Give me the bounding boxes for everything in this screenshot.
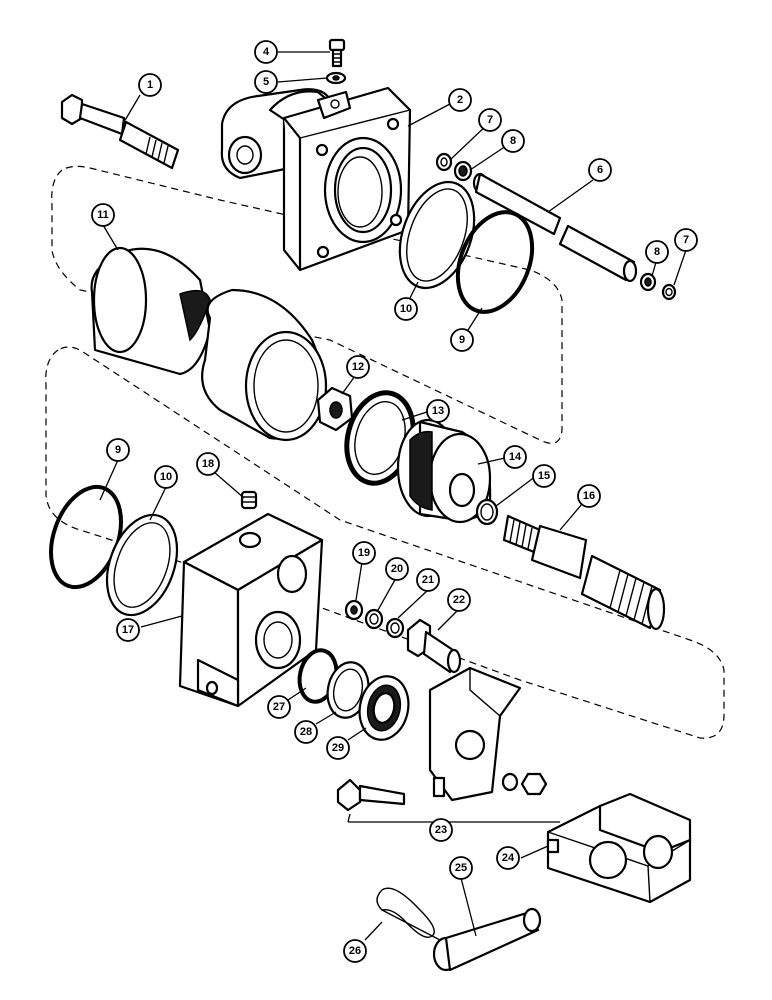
callout-29: 29	[326, 736, 350, 760]
callout-16: 16	[577, 484, 601, 508]
part-25-clevis-pin	[432, 907, 542, 972]
svg-text:5: 5	[263, 76, 269, 88]
callout-1: 1	[138, 73, 162, 97]
svg-text:14: 14	[509, 451, 522, 463]
svg-text:24: 24	[502, 852, 515, 864]
svg-text:10: 10	[160, 471, 172, 483]
part-9-oring-upper	[455, 210, 535, 314]
svg-text:26: 26	[349, 945, 361, 957]
part-23-clamp	[336, 666, 560, 823]
part-20-ring	[364, 608, 384, 630]
part-8-washer-lower	[639, 272, 657, 292]
callout-8-upper: 8	[501, 129, 525, 153]
callout-2: 2	[448, 88, 472, 112]
upper-assembly-outline	[51, 165, 563, 444]
callout-12: 12	[346, 355, 370, 379]
part-10-ring-lower	[105, 513, 179, 617]
part-14-piston	[396, 418, 492, 524]
part-28-ring	[326, 661, 370, 719]
svg-text:10: 10	[400, 303, 412, 315]
callout-6: 6	[588, 158, 612, 182]
part-19-ring	[344, 599, 364, 621]
lower-assembly-outline	[45, 346, 725, 739]
part-7-ring-lower	[661, 283, 677, 301]
callout-14: 14	[503, 445, 527, 469]
callout-15: 15	[532, 464, 556, 488]
callout-10-lower: 10	[154, 465, 178, 489]
svg-text:8: 8	[654, 246, 660, 258]
svg-text:27: 27	[273, 701, 285, 713]
callout-5: 5	[254, 70, 278, 94]
part-8-washer-upper	[453, 160, 473, 182]
callout-24: 24	[496, 846, 520, 870]
svg-text:4: 4	[263, 46, 270, 58]
svg-text:13: 13	[432, 405, 444, 417]
svg-text:19: 19	[358, 547, 370, 559]
callout-17: 17	[116, 618, 140, 642]
callout-11: 11	[91, 203, 115, 227]
callout-25: 25	[449, 856, 473, 880]
part-11-barrel	[90, 246, 328, 442]
svg-text:9: 9	[115, 444, 121, 456]
part-10-ring-upper	[398, 180, 476, 290]
callout-13: 13	[426, 399, 450, 423]
callout-9-lower: 9	[106, 438, 130, 462]
svg-text:6: 6	[597, 164, 603, 176]
callout-18: 18	[196, 452, 220, 476]
svg-text:21: 21	[422, 574, 434, 586]
svg-text:9: 9	[459, 334, 465, 346]
callout-9-upper: 9	[450, 328, 474, 352]
part-6-pin	[472, 172, 638, 283]
svg-text:15: 15	[538, 470, 550, 482]
svg-text:20: 20	[391, 563, 403, 575]
svg-text:25: 25	[455, 862, 467, 874]
part-22-valve	[406, 618, 462, 674]
svg-text:11: 11	[97, 209, 109, 221]
part-26-clip	[376, 887, 441, 941]
part-4-screw	[328, 38, 346, 68]
svg-text:2: 2	[457, 94, 463, 106]
callout-20: 20	[385, 557, 409, 581]
callout-26: 26	[343, 939, 367, 963]
callout-8-lower: 8	[645, 240, 669, 264]
svg-text:18: 18	[202, 458, 214, 470]
callout-27: 27	[267, 695, 291, 719]
part-18-set-screw	[240, 490, 258, 510]
callout-19: 19	[352, 541, 376, 565]
svg-text:17: 17	[122, 624, 134, 636]
part-17-cylinder-end	[178, 512, 324, 708]
svg-text:8: 8	[510, 135, 516, 147]
svg-text:28: 28	[300, 726, 312, 738]
callout-10-upper: 10	[394, 297, 418, 321]
callout-21: 21	[416, 568, 440, 592]
svg-text:29: 29	[332, 742, 344, 754]
svg-text:1: 1	[147, 79, 153, 91]
part-15-ring	[475, 498, 499, 526]
part-13-seal	[344, 390, 416, 486]
part-5-washer	[325, 71, 347, 85]
leader-lines	[99, 51, 687, 941]
part-1-bolt	[60, 93, 180, 170]
callout-28: 28	[294, 720, 318, 744]
part-16-rod	[502, 514, 666, 631]
callout-23: 23	[429, 818, 453, 842]
part-29-seal	[358, 675, 410, 741]
svg-text:12: 12	[352, 361, 364, 373]
callout-22: 22	[447, 588, 471, 612]
part-24-yoke	[546, 792, 692, 904]
callout-7-lower: 7	[674, 228, 698, 252]
part-21-ring	[385, 617, 405, 639]
part-7-ring-upper	[435, 152, 453, 172]
callout-4: 4	[254, 40, 278, 64]
callout-7-upper: 7	[478, 108, 502, 132]
part-12-nut	[316, 386, 354, 432]
svg-text:23: 23	[435, 824, 447, 836]
svg-text:7: 7	[683, 234, 689, 246]
svg-text:22: 22	[453, 594, 465, 606]
svg-text:7: 7	[487, 114, 493, 126]
svg-text:16: 16	[583, 490, 595, 502]
part-2-cylinder-end	[220, 86, 412, 272]
